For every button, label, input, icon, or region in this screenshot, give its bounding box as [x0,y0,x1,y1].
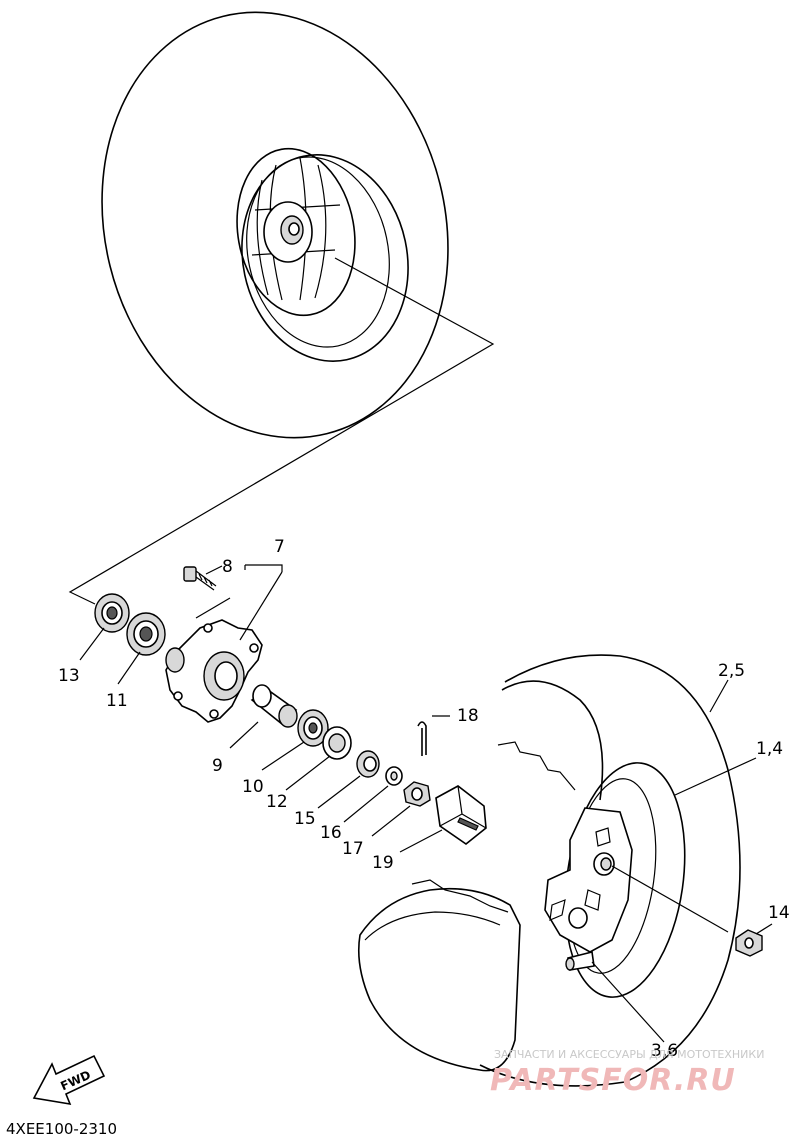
explode-leader-top [68,257,495,605]
hub-7 [165,619,263,723]
callout-14: 14 [768,903,790,923]
watermark: ЗАПЧАСТИ И АКСЕССУАРЫ ДЛЯ МОТОТЕХНИКИ PA… [490,1048,764,1098]
callout-12: 12 [266,792,288,812]
hub-leaders [79,565,450,853]
callout-labels: 7 8 13 11 9 10 12 15 16 17 18 19 2,5 1,4… [58,537,790,1061]
watermark-tagline: ЗАПЧАСТИ И АКСЕССУАРЫ ДЛЯ МОТОТЕХНИКИ [494,1048,764,1061]
hub-bore [288,222,300,236]
wheel-leaders [591,679,773,1043]
cotter-pin-18 [417,721,427,756]
bolt-8 [183,566,217,591]
callout-15: 15 [294,809,316,829]
bearing-10 [297,709,329,747]
diagram-code: 4XEE100-2310 [6,1120,117,1138]
rim-face [236,147,356,317]
assembled-wheel [68,11,495,605]
callout-17: 17 [342,839,364,859]
rim-disc [544,807,633,953]
seal-12 [322,726,352,760]
spacer-9 [250,684,298,728]
callout-3-6: 3,6 [651,1041,678,1061]
collar-15 [356,750,380,778]
tire-half-upper [479,654,741,1087]
callout-16: 16 [320,823,342,843]
washer-16 [385,766,403,786]
callout-19: 19 [372,853,394,873]
callout-13: 13 [58,666,80,686]
bracket-7 [244,564,283,572]
hub-parts [79,564,487,853]
rim-outer [241,154,409,362]
watermark-brand: PARTSFOR.RU [490,1063,736,1098]
cap-19 [435,785,487,845]
callout-9: 9 [212,756,223,776]
rim-inner [246,156,390,348]
nut-17 [403,781,431,807]
callout-11: 11 [106,691,128,711]
exploded-wheel [357,654,773,1087]
rim-slots [549,827,615,929]
bearing-13 [94,593,130,633]
callout-7: 7 [274,537,285,557]
callout-10: 10 [242,777,264,797]
nut-14 [735,929,763,957]
tire-half-lower [357,887,521,1072]
callout-1-4: 1,4 [756,739,783,759]
callout-18: 18 [457,706,479,726]
callout-2-5: 2,5 [718,661,745,681]
fwd-arrow-icon: FWD [32,1054,106,1106]
bearing-11 [126,612,166,656]
callout-8: 8 [222,557,233,577]
valve-3-6 [565,951,595,971]
tire-outer [101,11,449,439]
